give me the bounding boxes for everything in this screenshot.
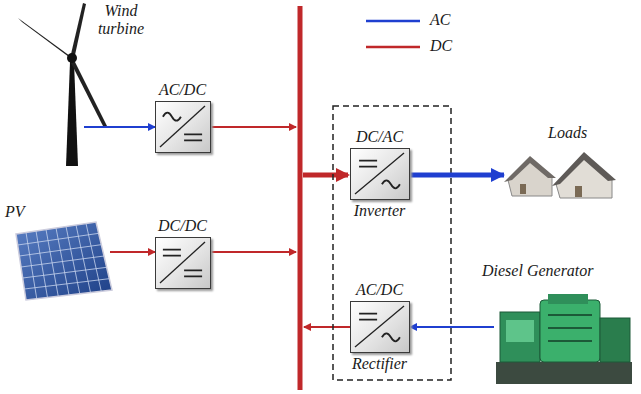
- converter-symbol: [351, 302, 408, 351]
- component-picture: PV: [16, 228, 110, 294]
- legend-line: [366, 46, 420, 49]
- wind-turbine-drawing: [18, 3, 107, 166]
- ac-connector: [110, 251, 155, 253]
- component-label: Diesel Generator: [482, 262, 594, 280]
- houses-drawing: [504, 152, 616, 198]
- dc-wire: [211, 251, 296, 253]
- dc-bus: [298, 6, 303, 390]
- legend-text: DC: [430, 37, 452, 55]
- converter-box: AC/DC: [155, 101, 211, 153]
- converter-box: AC/DCRectifier: [350, 301, 410, 353]
- converter-name: Inverter: [354, 202, 406, 220]
- component-label: AC/DC: [356, 281, 403, 299]
- converter-group: [333, 106, 451, 380]
- converter-symbol: [156, 102, 209, 151]
- component-label: DC/AC: [356, 128, 403, 146]
- converter-name: Rectifier: [352, 355, 407, 373]
- legend-line: [366, 20, 420, 23]
- component-label: AC/DC: [159, 81, 206, 99]
- component-label: PV: [5, 203, 25, 221]
- dc-wire: [211, 126, 296, 128]
- ac-connector: [84, 126, 155, 128]
- converter-symbol: [156, 238, 209, 287]
- component-picture: Diesel Generator: [494, 292, 634, 386]
- component-picture: Wind turbine: [62, 45, 84, 165]
- pv-panel-drawing: [16, 222, 112, 300]
- diesel-generator-drawing: [496, 294, 632, 384]
- component-picture: Loads: [504, 150, 616, 200]
- component-label: Wind turbine: [86, 2, 156, 37]
- dc-wire: [304, 326, 350, 328]
- converter-box: DC/ACInverter: [350, 148, 410, 200]
- component-label: Loads: [548, 124, 587, 142]
- converter-box: DC/DC: [155, 237, 211, 289]
- ac-connector: [410, 326, 494, 328]
- dc-wire: [303, 173, 348, 178]
- component-label: DC/DC: [158, 217, 207, 235]
- converter-symbol: [351, 149, 408, 198]
- ac-connector: [410, 173, 504, 178]
- legend-text: AC: [430, 11, 450, 29]
